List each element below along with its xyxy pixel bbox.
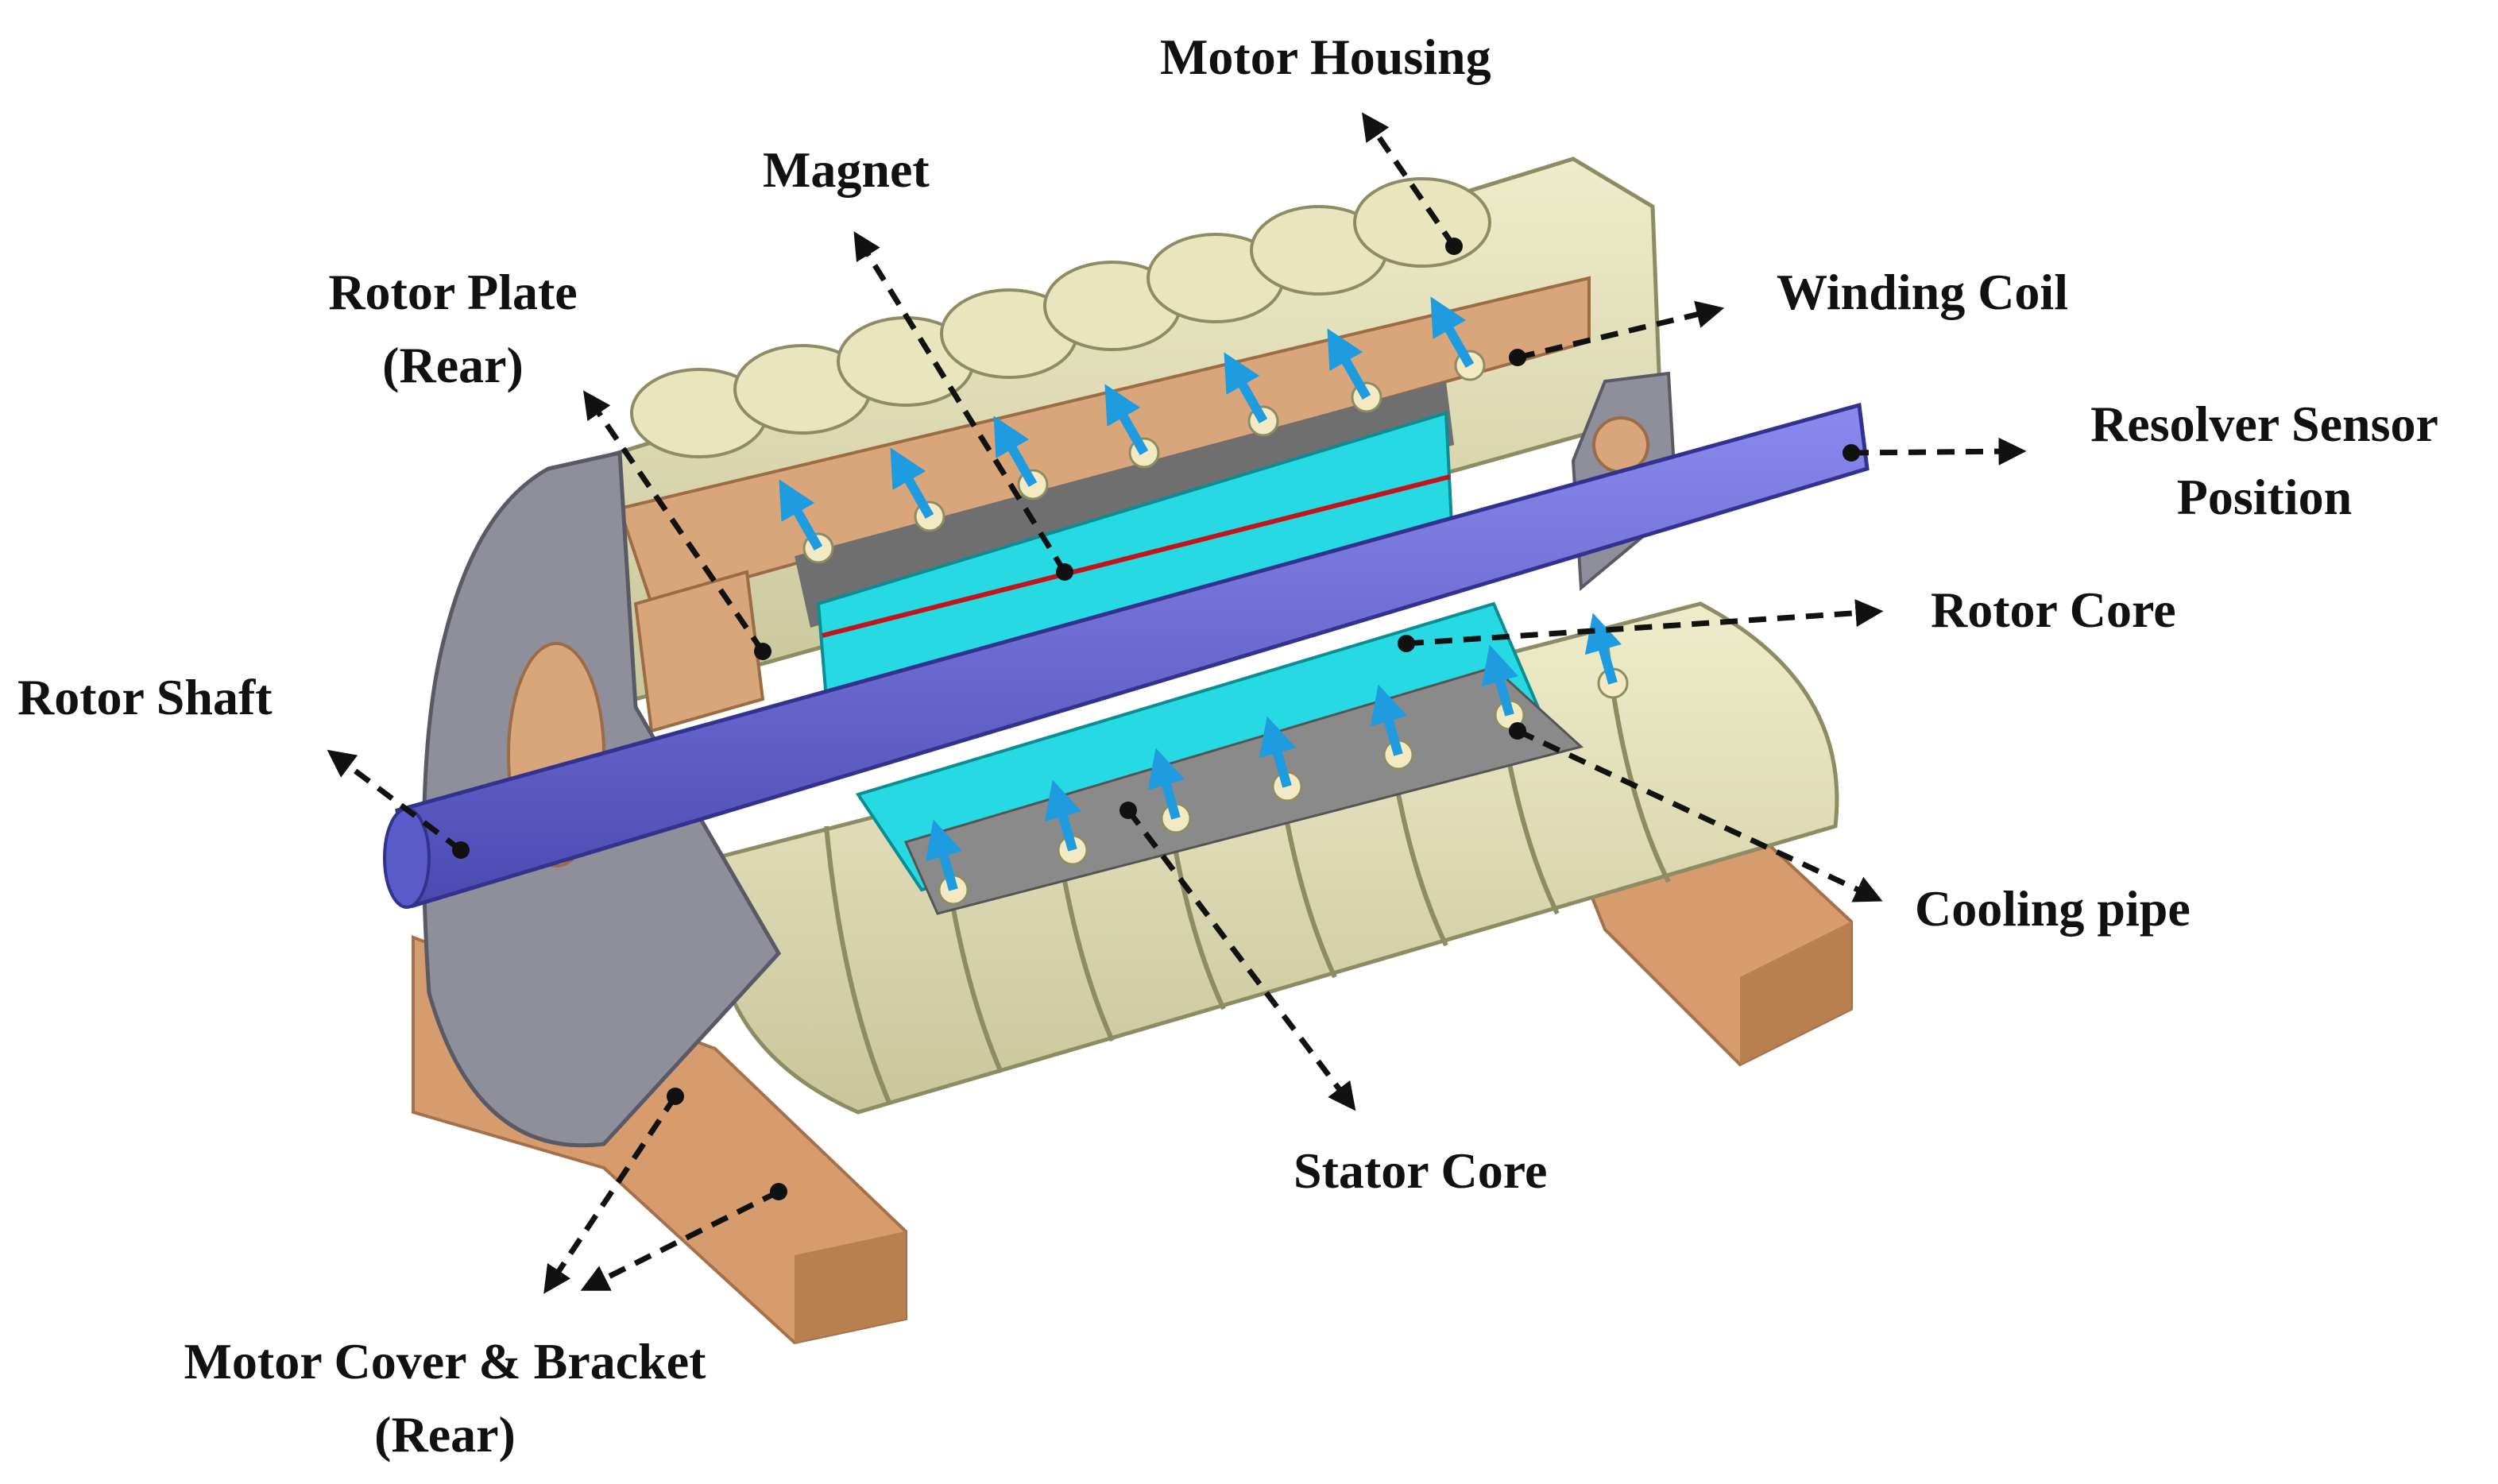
leader-stator-core bbox=[1126, 808, 1356, 1111]
flow-arrow bbox=[1104, 384, 1149, 455]
label-resolver: Resolver Sensor Position bbox=[2050, 388, 2479, 534]
label-motor-cover-line1: Motor Cover & Bracket bbox=[184, 1333, 706, 1389]
rotor-shaft bbox=[383, 402, 1870, 909]
leader-rotor-plate bbox=[583, 390, 765, 653]
label-rotor-shaft: Rotor Shaft bbox=[17, 669, 273, 725]
label-cooling-pipe: Cooling pipe bbox=[1915, 880, 2191, 937]
flow-arrow bbox=[1584, 613, 1622, 685]
flow-arrow bbox=[890, 447, 934, 519]
leader-winding-coil bbox=[1517, 300, 1725, 361]
label-magnet: Magnet bbox=[763, 141, 930, 198]
flow-arrow bbox=[1327, 328, 1371, 400]
label-resolver-line1: Resolver Sensor bbox=[2090, 396, 2438, 452]
leader-cooling-pipe bbox=[1516, 728, 1883, 902]
leader-motor-cover-a bbox=[543, 1095, 678, 1294]
leader-magnet bbox=[853, 231, 1067, 574]
label-motor-housing: Motor Housing bbox=[1160, 29, 1491, 85]
flow-arrow bbox=[1430, 296, 1475, 368]
label-resolver-line2: Position bbox=[2176, 469, 2353, 525]
flow-arrow bbox=[1481, 644, 1518, 717]
flow-arrow bbox=[993, 415, 1038, 487]
label-motor-cover-line2: (Rear) bbox=[374, 1406, 516, 1463]
flow-arrow bbox=[1370, 684, 1407, 756]
leader-lines bbox=[327, 112, 2027, 1294]
flow-arrow bbox=[925, 819, 962, 891]
leader-motor-cover-b bbox=[580, 1188, 780, 1291]
leader-rotor-core bbox=[1406, 599, 1884, 647]
label-rotor-plate-line1: Rotor Plate bbox=[328, 264, 578, 320]
flow-arrow bbox=[779, 479, 823, 551]
flow-arrow bbox=[1224, 352, 1268, 423]
flow-arrow bbox=[1044, 779, 1081, 852]
label-winding-coil: Winding Coil bbox=[1777, 264, 2068, 320]
cooling-flow-arrows bbox=[779, 296, 1629, 906]
leader-motor-housing bbox=[1362, 112, 1456, 248]
label-motor-cover: Motor Cover & Bracket (Rear) bbox=[119, 1325, 771, 1471]
flow-arrow bbox=[1147, 748, 1185, 820]
label-rotor-plate-line2: (Rear) bbox=[382, 337, 524, 393]
label-rotor-plate: Rotor Plate (Rear) bbox=[294, 256, 612, 402]
flow-arrow bbox=[1259, 716, 1296, 788]
leader-resolver bbox=[1850, 437, 2027, 466]
label-rotor-core: Rotor Core bbox=[1931, 582, 2176, 638]
label-stator-core: Stator Core bbox=[1293, 1142, 1548, 1199]
